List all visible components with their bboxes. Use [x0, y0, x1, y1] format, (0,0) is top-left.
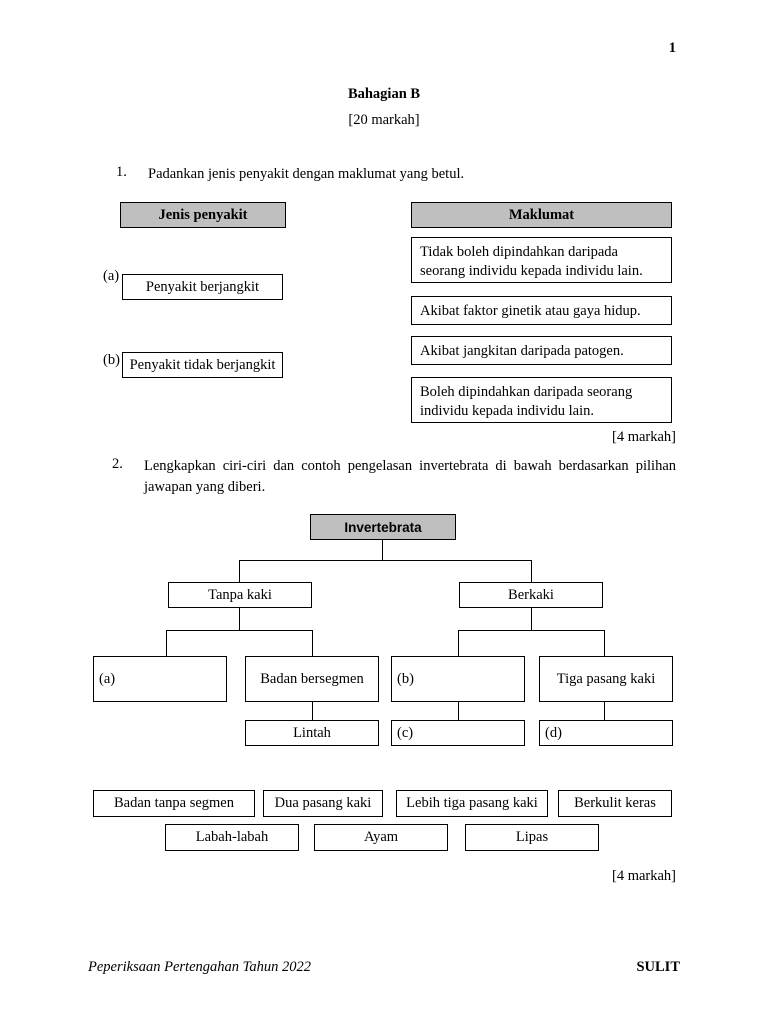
- maklumat-box-4[interactable]: Boleh dipindahkan daripada seorang indiv…: [411, 377, 672, 423]
- tree-root-invertebrata: Invertebrata: [310, 514, 456, 540]
- tree-node-tanpa-kaki: Tanpa kaki: [168, 582, 312, 608]
- tree-answer-blank-c[interactable]: (c): [391, 720, 525, 746]
- connector-right-b-drop: [604, 630, 606, 656]
- footer-exam-name: Peperiksaan Pertengahan Tahun 2022: [88, 959, 311, 975]
- maklumat-box-1[interactable]: Tidak boleh dipindahkan daripada seorang…: [411, 237, 672, 283]
- answer-option-lipas[interactable]: Lipas: [465, 824, 599, 851]
- connector-right-bar: [458, 630, 605, 632]
- tree-answer-blank-d[interactable]: (d): [539, 720, 673, 746]
- question-2-number: 2.: [112, 456, 123, 472]
- answer-option-berkulit-keras[interactable]: Berkulit keras: [558, 790, 672, 817]
- tree-node-berkaki: Berkaki: [459, 582, 603, 608]
- footer-confidential-label: SULIT: [636, 959, 680, 975]
- question-2-prompt: 2. Lengkapkan ciri-ciri dan contoh penge…: [112, 456, 676, 498]
- connector-left-stem: [239, 608, 241, 630]
- section-marks: [20 markah]: [348, 112, 420, 128]
- page-number: 1: [668, 40, 676, 56]
- tree-answer-blank-b[interactable]: (b): [391, 656, 525, 702]
- question-1-number: 1.: [116, 164, 127, 180]
- question-1-marks: [4 markah]: [611, 429, 676, 445]
- answer-option-ayam[interactable]: Ayam: [314, 824, 448, 851]
- connector-level2-right-drop: [531, 560, 533, 582]
- connector-right-a-drop: [458, 630, 460, 656]
- maklumat-header: Maklumat: [411, 202, 672, 228]
- section-title: Bahagian B: [347, 86, 421, 102]
- connector-lintah-stem: [312, 702, 314, 720]
- answer-option-dua-pasang-kaki[interactable]: Dua pasang kaki: [263, 790, 383, 817]
- question-2-text: Lengkapkan ciri-ciri dan contoh pengelas…: [144, 458, 676, 496]
- jenis-penyakit-header: Jenis penyakit: [120, 202, 286, 228]
- tree-node-tiga-pasang-kaki: Tiga pasang kaki: [539, 656, 673, 702]
- tree-answer-blank-a[interactable]: (a): [93, 656, 227, 702]
- tree-node-badan-bersegmen: Badan bersegmen: [245, 656, 379, 702]
- connector-level2-left-drop: [239, 560, 241, 582]
- maklumat-box-2[interactable]: Akibat faktor ginetik atau gaya hidup.: [411, 296, 672, 325]
- tree-node-lintah: Lintah: [245, 720, 379, 746]
- left-item-tag-b: (b): [103, 352, 120, 368]
- question-1-text: Padankan jenis penyakit dengan maklumat …: [148, 166, 465, 182]
- left-item-box-b[interactable]: Penyakit tidak berjangkit: [122, 352, 283, 378]
- left-item-box-a[interactable]: Penyakit berjangkit: [122, 274, 283, 300]
- connector-d-stem: [604, 702, 606, 720]
- left-item-tag-a: (a): [103, 268, 120, 284]
- connector-left-bar: [166, 630, 313, 632]
- connector-left-b-drop: [312, 630, 314, 656]
- connector-c-stem: [458, 702, 460, 720]
- answer-option-labah-labah[interactable]: Labah-labah: [165, 824, 299, 851]
- maklumat-box-3[interactable]: Akibat jangkitan daripada patogen.: [411, 336, 672, 365]
- answer-option-lebih-tiga-pasang-kaki[interactable]: Lebih tiga pasang kaki: [396, 790, 548, 817]
- connector-right-stem: [531, 608, 533, 630]
- question-1-prompt: 1. Padankan jenis penyakit dengan maklum…: [116, 164, 696, 185]
- answer-option-badan-tanpa-segmen[interactable]: Badan tanpa segmen: [93, 790, 255, 817]
- question-2-marks: [4 markah]: [611, 868, 676, 884]
- connector-left-a-drop: [166, 630, 168, 656]
- connector-level1-bar: [239, 560, 532, 562]
- connector-root-stem: [382, 540, 384, 560]
